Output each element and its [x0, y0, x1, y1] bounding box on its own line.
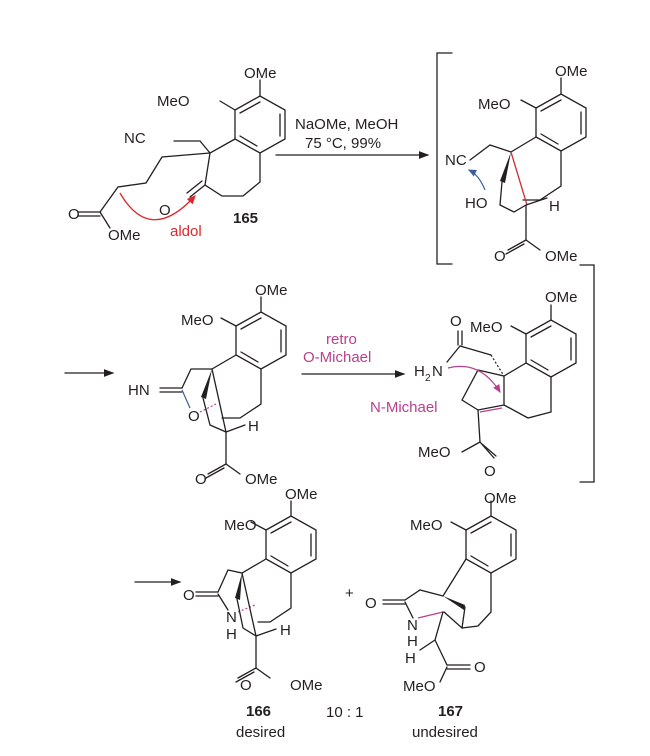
reaction-retro-o-michael: retro O-Michael [301, 331, 406, 378]
n-label: N [226, 609, 237, 626]
michael-arrow [447, 365, 501, 394]
intermediate-amide: OMe MeO O H 2 N MeO O N-Michael [370, 289, 578, 480]
nh-label: H [407, 633, 418, 650]
bracket-left [436, 52, 453, 265]
h2n-h: H [414, 363, 425, 380]
ome-label: OMe [484, 490, 517, 507]
ester-meo-label: MeO [403, 678, 436, 695]
h-label: H [405, 650, 416, 667]
nc-label: NC [124, 130, 146, 147]
ester-o-label: O [195, 471, 207, 488]
reaction-1: NaOMe, MeOH 75 °C, 99% [275, 116, 430, 159]
meo-label: MeO [157, 93, 190, 110]
ho-label: HO [465, 195, 488, 212]
compound-167: OMe MeO O N H H O MeO 167 undesired [365, 490, 517, 741]
amide-o-label: O [450, 313, 462, 330]
ester-meo-label: MeO [418, 444, 451, 461]
ester-o-label: O [494, 248, 506, 265]
compound-167-label: 167 [438, 703, 463, 720]
ester-ome-label: OMe [108, 227, 141, 244]
ketone-o-label: O [159, 202, 171, 219]
meo-label: MeO [470, 319, 503, 336]
compound-165: OMe MeO O NC O OMe aldol 165 [68, 65, 286, 244]
meo-label: MeO [410, 517, 443, 534]
h-label: H [280, 622, 291, 639]
ratio-label: 10 : 1 [326, 704, 364, 721]
aldol-annotation: aldol [170, 223, 202, 240]
meo-label: MeO [478, 96, 511, 113]
ester-ome-label: OMe [245, 471, 278, 488]
compound-166: OMe MeO O N H H O OMe 166 desired [134, 486, 323, 741]
ome-label: OMe [244, 65, 277, 82]
plus-sign: + [345, 585, 354, 602]
ome-label: OMe [255, 282, 288, 299]
ester-ome-label: OMe [545, 248, 578, 265]
n-label: N [407, 617, 418, 634]
compound-167-descriptor: undesired [412, 724, 478, 741]
bracket-right [579, 264, 595, 483]
nc-label: NC [445, 152, 467, 169]
ome-label: OMe [555, 63, 588, 80]
o-michael-label: O-Michael [303, 349, 371, 366]
o-label: O [188, 408, 200, 425]
aromatic-ring [234, 95, 286, 154]
compound-166-descriptor: desired [236, 724, 285, 741]
nh-label: H [226, 626, 237, 643]
ester-o-label: O [240, 677, 252, 694]
meo-label: MeO [181, 312, 214, 329]
ome-label: OMe [285, 486, 318, 503]
retro-label: retro [326, 331, 357, 348]
conditions-line-1: NaOMe, MeOH [295, 116, 398, 133]
aldol-arrow [119, 192, 196, 221]
intermediate-aldol: OMe MeO NC H HO O OMe [445, 63, 588, 265]
ester-o-label: O [68, 206, 80, 223]
conditions-line-2: 75 °C, 99% [305, 135, 381, 152]
meo-label: MeO [224, 517, 257, 534]
n-michael-annotation: N-Michael [370, 399, 438, 416]
lactam-o-label: O [183, 587, 195, 604]
intermediate-imidate: OMe MeO HN O H O OMe [64, 282, 288, 488]
compound-166-label: 166 [246, 703, 271, 720]
hn-label: HN [128, 382, 150, 399]
compound-165-label: 165 [233, 210, 258, 227]
h-label: H [248, 418, 259, 435]
h2n-subscript: 2 [425, 373, 431, 384]
ome-label: OMe [545, 289, 578, 306]
ester-ome-label: OMe [290, 677, 323, 694]
lactam-o-label: O [365, 595, 377, 612]
ester-o-label: O [484, 463, 496, 480]
h-label: H [549, 198, 560, 215]
ester-o-label: O [474, 659, 486, 676]
attack-arrow [467, 169, 486, 191]
h2n-n: N [432, 363, 443, 380]
new-bond [510, 151, 528, 206]
